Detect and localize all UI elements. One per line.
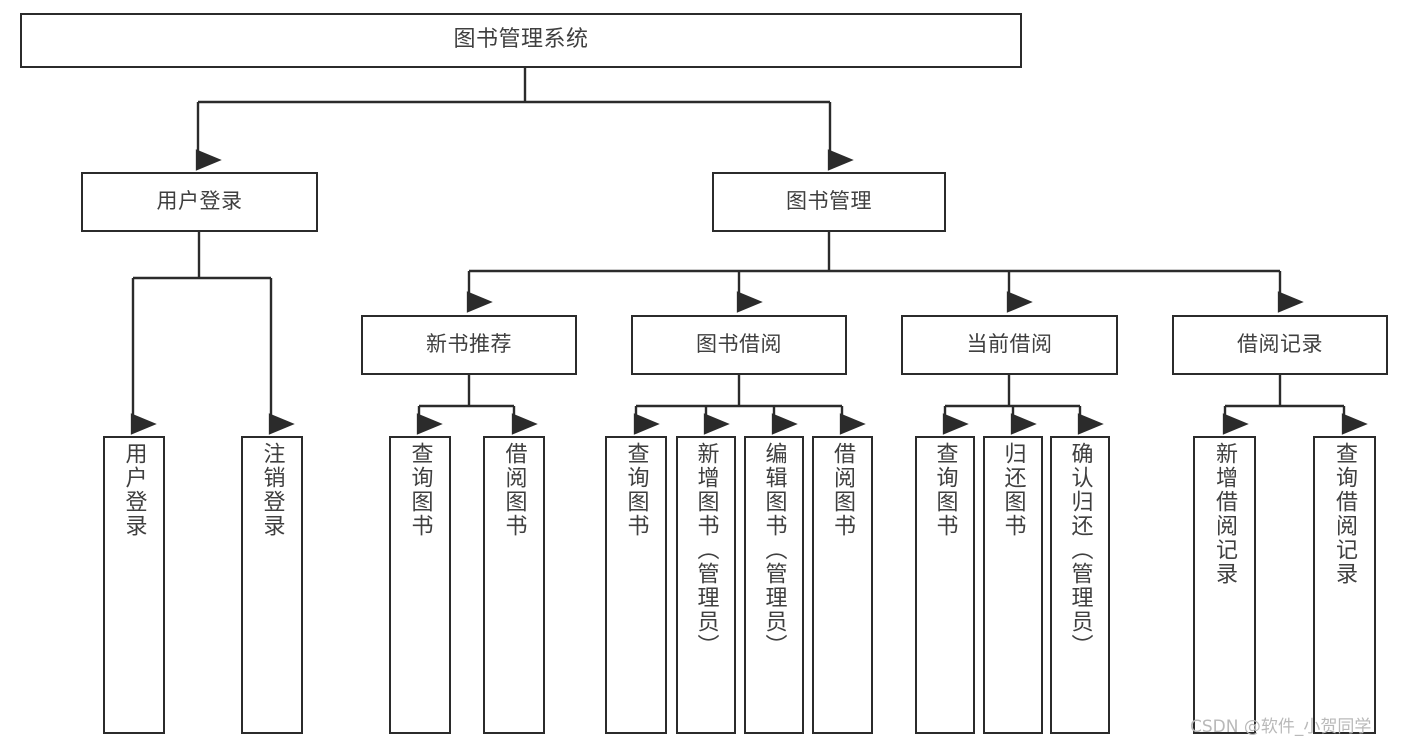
node-label: 借阅图书 bbox=[501, 442, 527, 538]
leaf-recommend-borrow-book[interactable]: 借阅图书 bbox=[483, 436, 545, 734]
node-label: 借阅记录 bbox=[1237, 332, 1323, 357]
node-label: 查询借阅记录 bbox=[1332, 442, 1358, 586]
leaf-current-query-book[interactable]: 查询图书 bbox=[915, 436, 975, 734]
node-label: 用户登录 bbox=[121, 442, 147, 538]
leaf-borrow-borrow-book[interactable]: 借阅图书 bbox=[812, 436, 873, 734]
leaf-recommend-query-book[interactable]: 查询图书 bbox=[389, 436, 451, 734]
node-user-login[interactable]: 用户登录 bbox=[81, 172, 318, 232]
node-label: 查询图书 bbox=[932, 442, 958, 538]
leaf-user-logout[interactable]: 注销登录 bbox=[241, 436, 303, 734]
node-label: 注销登录 bbox=[259, 442, 285, 538]
leaf-record-query-borrow-record[interactable]: 查询借阅记录 bbox=[1313, 436, 1376, 734]
node-book-borrow[interactable]: 图书借阅 bbox=[631, 315, 847, 375]
node-label: 编辑图书（管理员） bbox=[761, 442, 787, 658]
node-label: 借阅图书 bbox=[830, 442, 856, 538]
node-label: 查询图书 bbox=[407, 442, 433, 538]
node-label: 新增图书（管理员） bbox=[693, 442, 719, 658]
node-new-book-recommend[interactable]: 新书推荐 bbox=[361, 315, 577, 375]
leaf-current-confirm-return-admin[interactable]: 确认归还（管理员） bbox=[1050, 436, 1110, 734]
leaf-borrow-edit-book-admin[interactable]: 编辑图书（管理员） bbox=[744, 436, 804, 734]
leaf-user-login[interactable]: 用户登录 bbox=[103, 436, 165, 734]
node-label: 图书借阅 bbox=[696, 332, 782, 357]
node-label: 用户登录 bbox=[156, 189, 243, 214]
node-root-system[interactable]: 图书管理系统 bbox=[20, 13, 1022, 68]
node-current-borrow[interactable]: 当前借阅 bbox=[901, 315, 1118, 375]
node-book-management[interactable]: 图书管理 bbox=[712, 172, 946, 232]
leaf-borrow-query-book[interactable]: 查询图书 bbox=[605, 436, 667, 734]
node-label: 查询图书 bbox=[623, 442, 649, 538]
node-label: 新增借阅记录 bbox=[1212, 442, 1238, 586]
node-label: 图书管理系统 bbox=[453, 27, 589, 53]
node-label: 新书推荐 bbox=[426, 332, 512, 357]
leaf-record-add-borrow-record[interactable]: 新增借阅记录 bbox=[1193, 436, 1256, 734]
node-label: 归还图书 bbox=[1000, 442, 1026, 538]
leaf-borrow-add-book-admin[interactable]: 新增图书（管理员） bbox=[676, 436, 736, 734]
csdn-watermark: CSDN @软件_小贺同学 bbox=[1190, 717, 1372, 737]
node-label: 当前借阅 bbox=[966, 332, 1053, 357]
leaf-current-return-book[interactable]: 归还图书 bbox=[983, 436, 1043, 734]
node-label: 图书管理 bbox=[786, 189, 872, 214]
node-label: 确认归还（管理员） bbox=[1067, 442, 1093, 658]
node-borrow-record[interactable]: 借阅记录 bbox=[1172, 315, 1388, 375]
